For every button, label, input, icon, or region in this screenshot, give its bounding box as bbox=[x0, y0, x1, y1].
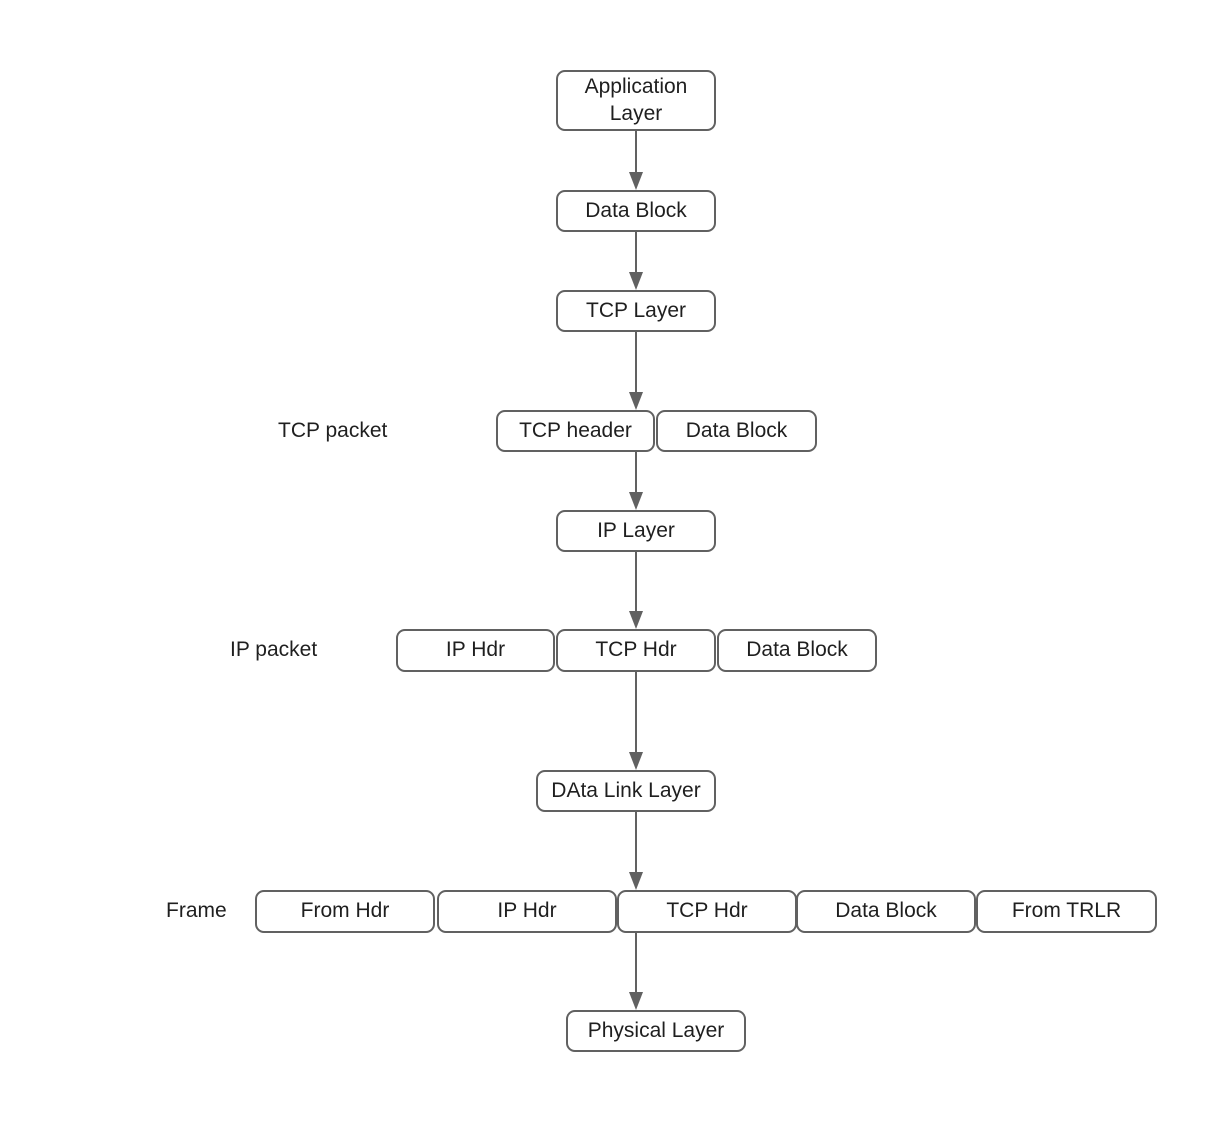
ip-packet-segment-ip-hdr-label: IP Hdr bbox=[445, 638, 506, 662]
ip-packet-segment-ip-hdr[interactable]: IP Hdr bbox=[396, 629, 555, 672]
frame-segment-data-block-label: Data Block bbox=[835, 899, 937, 923]
frame-segment-from-hdr[interactable]: From Hdr bbox=[255, 890, 435, 933]
frame-segment-from-trlr[interactable]: From TRLR bbox=[976, 890, 1157, 933]
tcp-packet-segment-data-block[interactable]: Data Block bbox=[656, 410, 817, 452]
frame-segment-ip-hdr[interactable]: IP Hdr bbox=[437, 890, 617, 933]
arrow-iplayer-to-ippacket bbox=[629, 552, 643, 629]
node-tcp-layer-label: TCP Layer bbox=[586, 298, 686, 322]
node-data-block[interactable]: Data Block bbox=[556, 190, 716, 232]
arrow-tcppacket-to-iplayer bbox=[629, 452, 643, 510]
node-application-layer-label: Application Layer bbox=[584, 75, 688, 125]
ip-packet-segment-tcp-hdr[interactable]: TCP Hdr bbox=[556, 629, 716, 672]
arrow-ippacket-to-datalinklayer bbox=[629, 672, 643, 770]
frame-segment-ip-hdr-label: IP Hdr bbox=[497, 899, 557, 923]
tcp-packet-segment-data-block-label: Data Block bbox=[685, 418, 788, 442]
node-data-link-layer-label: DAta Link Layer bbox=[551, 778, 701, 802]
ip-packet-segment-tcp-hdr-label: TCP Hdr bbox=[595, 638, 677, 662]
node-data-link-layer[interactable]: DAta Link Layer bbox=[536, 770, 716, 812]
arrow-tcplayer-to-tcppacket bbox=[629, 332, 643, 410]
ip-packet-segment-data-block-label: Data Block bbox=[746, 638, 848, 662]
arrow-datalinklayer-to-frame bbox=[629, 812, 643, 890]
frame-segment-tcp-hdr-label: TCP Hdr bbox=[666, 899, 748, 923]
row-label-frame: Frame bbox=[166, 899, 227, 922]
row-label-tcp-packet: TCP packet bbox=[278, 419, 388, 442]
frame-segment-from-hdr-label: From Hdr bbox=[300, 899, 390, 923]
tcp-packet-segment-tcp-header-label: TCP header bbox=[519, 418, 632, 442]
row-label-ip-packet: IP packet bbox=[230, 638, 318, 661]
frame-segment-data-block[interactable]: Data Block bbox=[796, 890, 976, 933]
ip-packet-segment-data-block[interactable]: Data Block bbox=[717, 629, 877, 672]
node-physical-layer-label: Physical Layer bbox=[587, 1018, 725, 1042]
arrow-frame-to-physicallayer bbox=[629, 933, 643, 1010]
tcp-packet-segment-tcp-header[interactable]: TCP header bbox=[496, 410, 655, 452]
node-ip-layer-label: IP Layer bbox=[597, 518, 675, 542]
arrow-datablock-to-tcplayer bbox=[629, 232, 643, 290]
node-physical-layer[interactable]: Physical Layer bbox=[566, 1010, 746, 1052]
arrow-application-to-datablock bbox=[629, 131, 643, 190]
node-application-layer[interactable]: Application Layer bbox=[556, 70, 716, 131]
node-ip-layer[interactable]: IP Layer bbox=[556, 510, 716, 552]
node-tcp-layer[interactable]: TCP Layer bbox=[556, 290, 716, 332]
frame-segment-tcp-hdr[interactable]: TCP Hdr bbox=[617, 890, 797, 933]
node-data-block-label: Data Block bbox=[585, 198, 687, 222]
frame-segment-from-trlr-label: From TRLR bbox=[1011, 899, 1122, 923]
